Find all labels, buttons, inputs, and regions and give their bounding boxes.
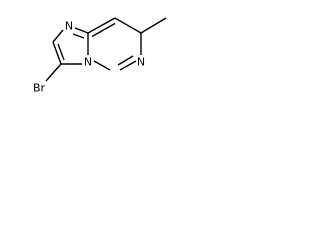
- bond-n6-c5: [119, 60, 137, 71]
- bond-c8-c7: [114, 17, 142, 34]
- chemical-structure: N N N Br: [33, 17, 167, 95]
- atom-label-n6: N: [137, 56, 145, 69]
- bond-n1-c2: [52, 29, 64, 43]
- bond-c5-n4: [93, 60, 111, 71]
- bond-n6-c5-double: [117, 55, 134, 66]
- structure-canvas: N N N Br: [0, 0, 168, 106]
- atom-label-n4: N: [84, 56, 92, 69]
- bond-c8a-n1-double: [72, 33, 85, 39]
- bond-c8a-n1: [74, 27, 89, 34]
- bond-c7-methyl: [140, 17, 167, 34]
- atom-label-br: Br: [33, 82, 46, 95]
- bond-c8a-c8: [87, 17, 116, 34]
- bond-c2-c3: [52, 41, 62, 65]
- bond-c3-br: [45, 63, 62, 82]
- bond-c8-c8-double: [91, 22, 116, 38]
- atom-label-n1: N: [65, 20, 73, 33]
- bond-c2-c3-double: [57, 43, 65, 61]
